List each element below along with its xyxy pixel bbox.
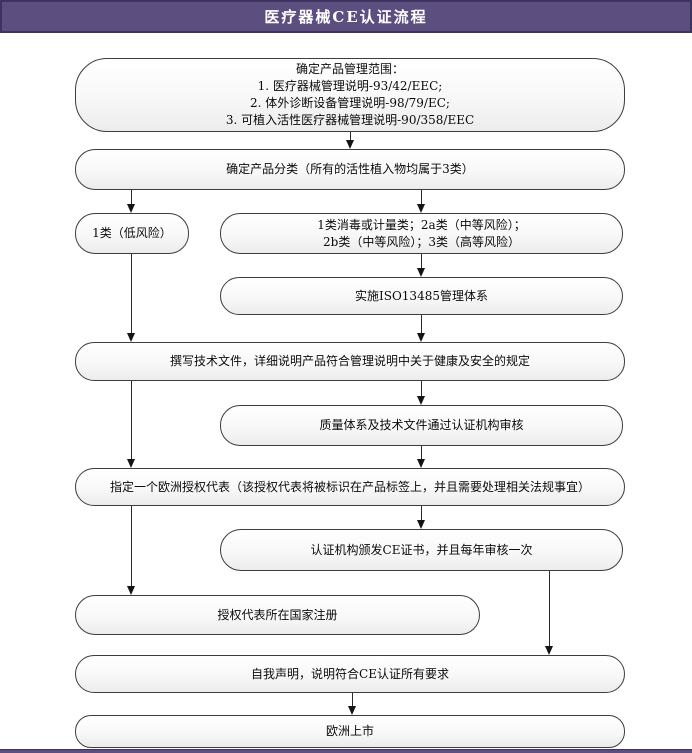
arrowhead-icon [127, 333, 135, 342]
connector-line [421, 315, 422, 334]
arrowhead-icon [348, 706, 356, 715]
node-classify: 确定产品分类（所有的活性植入物均属于3类） [75, 149, 625, 190]
arrowhead-icon [346, 140, 354, 149]
node-class2-other: 1类消毒或计量类；2a类（中等风险）； 2b类（中等风险）；3类（高等风险） [220, 213, 623, 254]
footer-strip [0, 749, 692, 753]
arrowhead-icon [127, 586, 135, 595]
connector-line [131, 254, 132, 334]
connector-line [131, 506, 132, 587]
connector-line [421, 190, 422, 205]
node-class1: 1类（低风险） [75, 213, 189, 254]
page-title: 医疗器械CE认证流程 [264, 8, 428, 26]
connector-line [421, 381, 422, 397]
connector-line [421, 446, 422, 460]
connector-line [131, 190, 132, 205]
arrowhead-icon [127, 204, 135, 213]
connector-line [352, 693, 353, 707]
node-ce-certificate: 认证机构颁发CE证书，并且每年审核一次 [220, 529, 623, 571]
arrowhead-icon [417, 459, 425, 468]
arrowhead-icon [127, 459, 135, 468]
connector-line [421, 254, 422, 269]
node-country-register: 授权代表所在国家注册 [75, 595, 480, 635]
node-self-declaration: 自我声明，说明符合CE认证所有要求 [75, 655, 625, 693]
arrowhead-icon [417, 333, 425, 342]
node-scope: 确定产品管理范围： 1. 医疗器械管理说明-93/42/EEC; 2. 体外诊断… [75, 58, 625, 132]
node-iso13485: 实施ISO13485管理体系 [220, 277, 623, 315]
arrowhead-icon [417, 520, 425, 529]
connector-line [131, 381, 132, 460]
title-bar: 医疗器械CE认证流程 [0, 0, 692, 33]
connector-line [350, 132, 351, 141]
node-technical-file: 撰写技术文件，详细说明产品符合管理说明中关于健康及安全的规定 [75, 342, 625, 381]
connector-line [549, 571, 550, 647]
arrowhead-icon [545, 646, 553, 655]
arrowhead-icon [417, 204, 425, 213]
arrowhead-icon [417, 268, 425, 277]
node-eu-representative: 指定一个欧洲授权代表（该授权代表将被标识在产品标签上，并且需要处理相关法规事宜） [75, 468, 625, 506]
node-eu-market: 欧洲上市 [75, 715, 625, 748]
arrowhead-icon [417, 396, 425, 405]
node-audit: 质量体系及技术文件通过认证机构审核 [220, 405, 623, 446]
connector-line [421, 506, 422, 521]
